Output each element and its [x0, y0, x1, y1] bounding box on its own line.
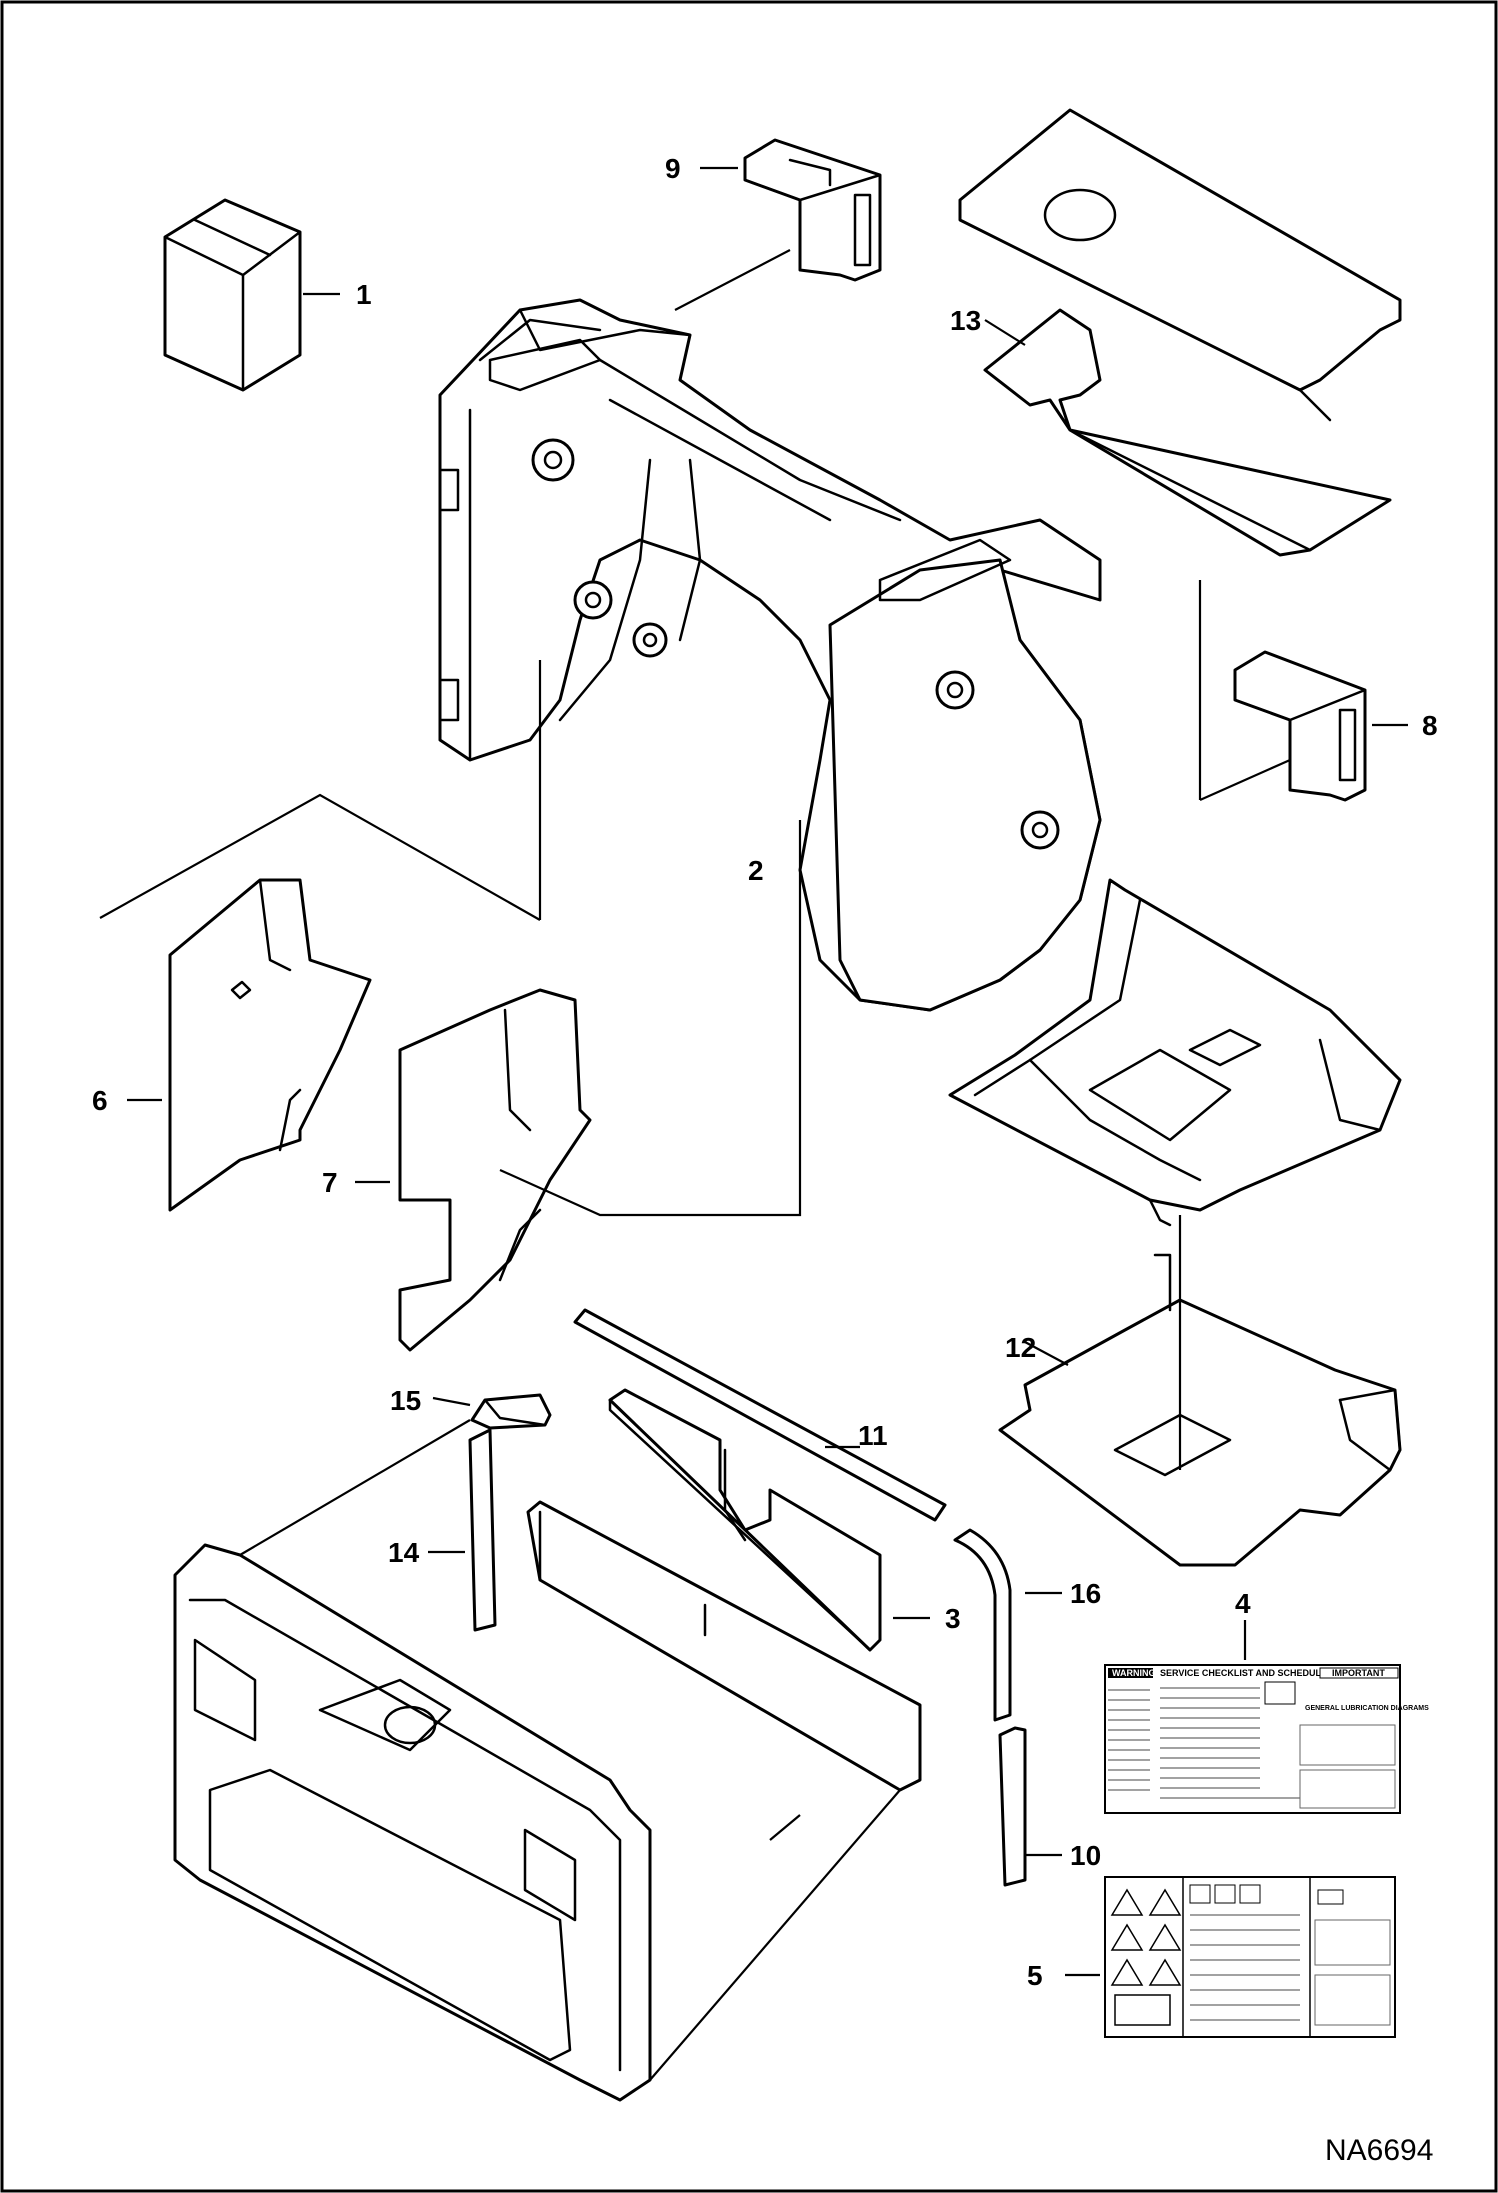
callout-7: 7	[322, 1167, 338, 1198]
callout-leaders	[127, 166, 1408, 1977]
callout-14: 14	[388, 1537, 420, 1568]
part-12-floor-mat	[998, 1215, 1402, 1567]
decal-4-important: IMPORTANT	[1332, 1668, 1385, 1678]
part-7-panel	[398, 988, 592, 1352]
callout-4: 4	[1235, 1588, 1251, 1619]
callout-13: 13	[950, 305, 981, 336]
main-frame	[438, 298, 1102, 1012]
part-10-strip	[998, 1726, 1027, 1887]
callout-12: 12	[1005, 1332, 1036, 1363]
callout-2: 2	[748, 855, 764, 886]
callout-3: 3	[945, 1603, 961, 1634]
callout-11: 11	[858, 1420, 888, 1451]
figure-id: NA6694	[1325, 2134, 1433, 2167]
part-9-bracket	[743, 138, 882, 282]
decal-5	[1104, 1876, 1396, 2038]
decal-4-schedule: SERVICE CHECKLIST AND SCHEDULE	[1160, 1668, 1327, 1678]
part-8-bracket	[1233, 650, 1367, 802]
callout-labels: 1 2 3 4 5 6 7 8 9 10 11 12 13 14 15 16	[92, 153, 1438, 1991]
door-leader-line-2	[649, 1789, 901, 2081]
floor-tray	[948, 878, 1402, 1227]
door-panel	[173, 1543, 652, 2102]
callout-16: 16	[1070, 1578, 1101, 1609]
part-14-strip	[468, 1428, 497, 1632]
callout-9: 9	[665, 153, 681, 184]
part-3-panel	[608, 1388, 882, 1652]
callout-15: 15	[390, 1385, 421, 1416]
callout-8: 8	[1422, 710, 1438, 741]
decal-4-lubrication: GENERAL LUBRICATION DIAGRAMS	[1305, 1705, 1429, 1712]
part-2-panel	[526, 1500, 922, 1792]
callout-10: 10	[1070, 1840, 1101, 1871]
assembly-leader-lines	[99, 249, 1291, 1217]
part-13-cover-plate	[958, 108, 1402, 422]
callout-6: 6	[92, 1085, 108, 1116]
door-leader-line	[239, 1419, 471, 1556]
part-1-box	[163, 198, 302, 392]
part-13-gasket	[983, 308, 1392, 557]
callout-5: 5	[1027, 1960, 1043, 1991]
part-16-corner-strip	[953, 1528, 1012, 1722]
part-15-block	[470, 1393, 552, 1430]
decal-4-warning: WARNING	[1112, 1668, 1156, 1678]
part-6-panel	[168, 878, 372, 1212]
part-11-strip	[573, 1308, 947, 1522]
decal-4: WARNING SERVICE CHECKLIST AND SCHEDULE I…	[1104, 1664, 1429, 1814]
callout-1: 1	[356, 279, 372, 310]
